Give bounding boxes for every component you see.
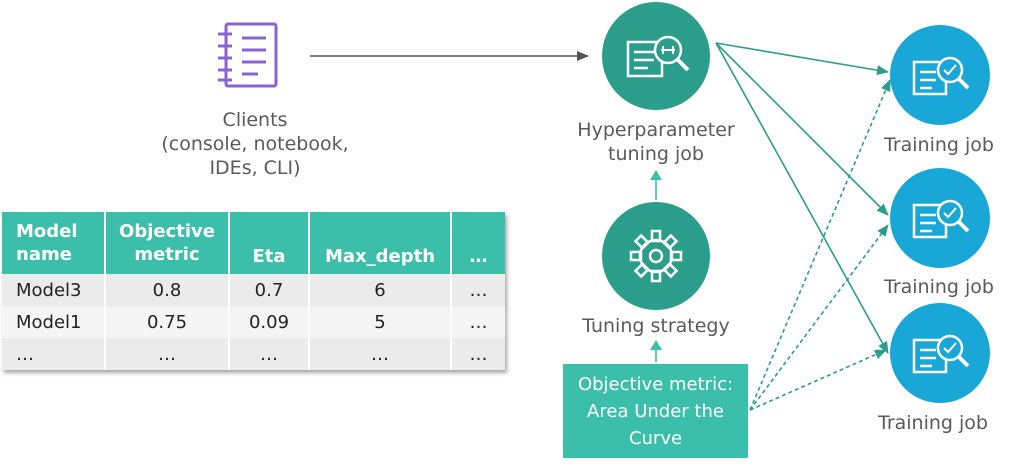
document-check-magnifier-icon: [912, 56, 970, 96]
training-job-node-1: [890, 25, 990, 125]
table-row: Model3 0.8 0.7 6 …: [2, 274, 505, 306]
objective-metric-line2: Area Under the: [587, 401, 724, 422]
cell-objective-metric: 0.8: [105, 274, 230, 306]
cell-objective-metric: …: [105, 338, 230, 370]
cell-model-name: Model1: [2, 306, 106, 338]
header-eta-text: Eta: [252, 246, 286, 267]
header-max-depth-text: Max_depth: [324, 246, 436, 267]
document-check-magnifier-icon: [912, 334, 970, 374]
table-row: Model1 0.75 0.09 5 …: [2, 306, 505, 338]
training-job-label-1: Training job: [868, 133, 1010, 157]
results-table: Model name Objective metric Eta Max_dept…: [2, 212, 505, 370]
metric-to-training-3-arrow: [749, 349, 887, 411]
header-model-name: Model name: [2, 212, 106, 274]
training-job-label-1-text: Training job: [884, 134, 994, 156]
header-model-name-line1: Model: [16, 221, 78, 242]
clients-label-line2: (console, notebook,: [161, 133, 349, 155]
tuning-job-label-line1: Hyperparameter: [577, 119, 735, 141]
tuning-job-node: [602, 2, 710, 110]
objective-metric-box: Objective metric: Area Under the Curve: [563, 364, 748, 458]
tuning-strategy-label: Tuning strategy: [556, 314, 756, 338]
gear-icon: [629, 229, 683, 283]
header-more: …: [451, 212, 505, 274]
header-eta: Eta: [229, 212, 310, 274]
tuning-to-training-1-arrow: [715, 42, 889, 76]
training-job-node-2: [890, 168, 990, 268]
tuning-to-training-2-arrow: [715, 42, 889, 216]
table-header-row: Model name Objective metric Eta Max_dept…: [2, 212, 505, 274]
table-row: … … … … …: [2, 338, 505, 370]
notebook-icon: [218, 22, 278, 88]
document-wrench-magnifier-icon: [626, 35, 690, 78]
training-job-label-3-text: Training job: [878, 412, 988, 434]
cell-more: …: [451, 338, 505, 370]
training-job-label-3: Training job: [862, 411, 1004, 435]
metric-to-training-2-arrow: [749, 224, 889, 411]
cell-model-name: Model3: [2, 274, 106, 306]
document-check-magnifier-icon: [912, 199, 970, 239]
cell-objective-metric: 0.75: [105, 306, 230, 338]
cell-max-depth: …: [309, 338, 452, 370]
cell-eta: …: [229, 338, 310, 370]
tuning-strategy-node: [602, 202, 710, 310]
training-job-node-3: [890, 303, 990, 403]
objective-metric-line1: Objective metric:: [577, 374, 734, 395]
tuning-job-label: Hyperparameter tuning job: [556, 118, 756, 166]
cell-max-depth: 6: [309, 274, 452, 306]
header-objective-metric-line1: Objective: [119, 221, 215, 242]
cell-max-depth: 5: [309, 306, 452, 338]
header-objective-metric: Objective metric: [105, 212, 230, 274]
header-model-name-line2: name: [16, 244, 72, 265]
cell-more: …: [451, 274, 505, 306]
tuning-to-training-3-arrow: [715, 42, 889, 354]
clients-label-line1: Clients: [222, 109, 288, 131]
training-job-label-2: Training job: [868, 275, 1010, 299]
training-job-label-2-text: Training job: [884, 276, 994, 298]
objective-metric-line3: Curve: [628, 428, 683, 449]
tuning-job-label-line2: tuning job: [608, 143, 704, 165]
cell-eta: 0.09: [229, 306, 310, 338]
header-more-text: …: [469, 246, 488, 267]
cell-more: …: [451, 306, 505, 338]
cell-eta: 0.7: [229, 274, 310, 306]
cell-model-name: …: [2, 338, 106, 370]
header-objective-metric-line2: metric: [134, 244, 200, 265]
clients-label: Clients (console, notebook, IDEs, CLI): [140, 108, 370, 180]
tuning-strategy-label-text: Tuning strategy: [582, 315, 730, 337]
header-max-depth: Max_depth: [309, 212, 452, 274]
clients-label-line3: IDEs, CLI): [209, 157, 301, 179]
metric-to-training-1-arrow: [749, 79, 891, 411]
